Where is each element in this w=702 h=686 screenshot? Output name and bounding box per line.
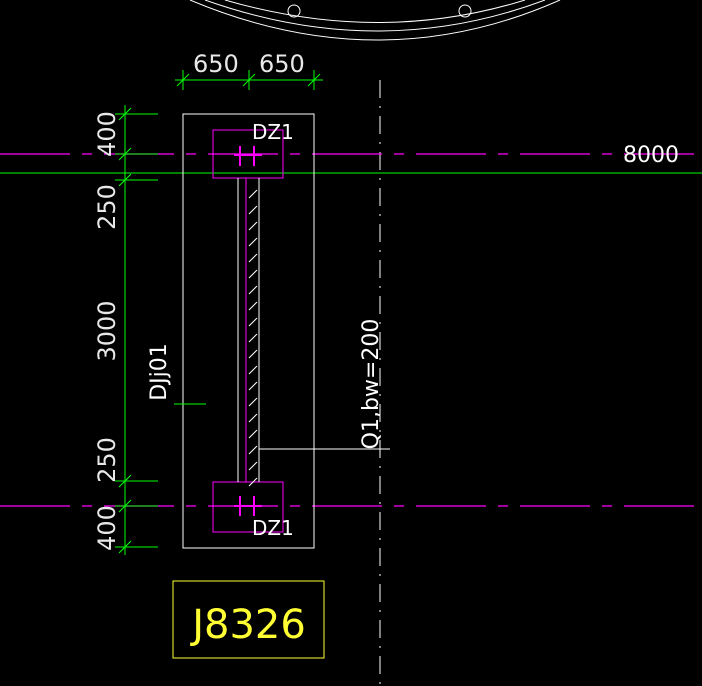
dim-vertical-4: 400 xyxy=(93,505,121,551)
wall-hatch-stroke xyxy=(248,317,258,327)
arc-node-right xyxy=(458,4,472,18)
column-label-bottom: DZ1 xyxy=(252,516,294,540)
left-dimension-lines xyxy=(115,105,158,555)
wall-hatch-stroke xyxy=(248,285,258,295)
wall-hatch-stroke xyxy=(248,221,258,231)
top-dimension-lines xyxy=(175,70,323,90)
dim-vertical-2: 3000 xyxy=(93,300,121,361)
dim-top-right: 650 xyxy=(259,50,305,78)
wall-label: Q1,bw=200 xyxy=(359,319,384,450)
column-label-top: DZ1 xyxy=(252,120,294,144)
dim-vertical-1: 250 xyxy=(93,184,121,230)
foundation-outline xyxy=(182,113,315,549)
wall-hatch-stroke xyxy=(248,269,258,279)
wall-hatch-stroke xyxy=(248,477,258,487)
dim-vertical-3: 250 xyxy=(93,437,121,483)
label-box-text: J8326 xyxy=(189,602,306,648)
wall-hatch-stroke xyxy=(248,381,258,391)
wall-hatch-stroke xyxy=(248,349,258,359)
dim-vertical-0: 400 xyxy=(93,111,121,157)
wall-hatched xyxy=(237,178,260,487)
wall-hatch-stroke xyxy=(248,429,258,439)
top-arc-structure xyxy=(189,0,561,41)
label-box xyxy=(172,580,325,659)
wall-hatch-stroke xyxy=(248,237,258,247)
wall-hatch-stroke xyxy=(248,461,258,471)
wall-hatch-stroke xyxy=(248,365,258,375)
wall-hatch-stroke xyxy=(248,189,258,199)
wall-hatch-stroke xyxy=(248,445,258,455)
wall-hatch-stroke xyxy=(248,397,258,407)
column-bottom-mark xyxy=(234,496,262,516)
axis-value-label: 8000 xyxy=(623,143,679,168)
column-bottom xyxy=(212,481,284,533)
wall-hatch-stroke xyxy=(248,333,258,343)
wall-hatch-stroke xyxy=(248,253,258,263)
column-top-mark xyxy=(234,146,262,166)
wall-hatch-stroke xyxy=(248,301,258,311)
wall-hatch-stroke xyxy=(248,413,258,423)
wall-hatch-stroke xyxy=(248,205,258,215)
arc-node-left xyxy=(287,4,301,18)
dim-top-left: 650 xyxy=(193,50,239,78)
foundation-label: DJj01 xyxy=(147,343,172,401)
column-top xyxy=(212,129,284,179)
